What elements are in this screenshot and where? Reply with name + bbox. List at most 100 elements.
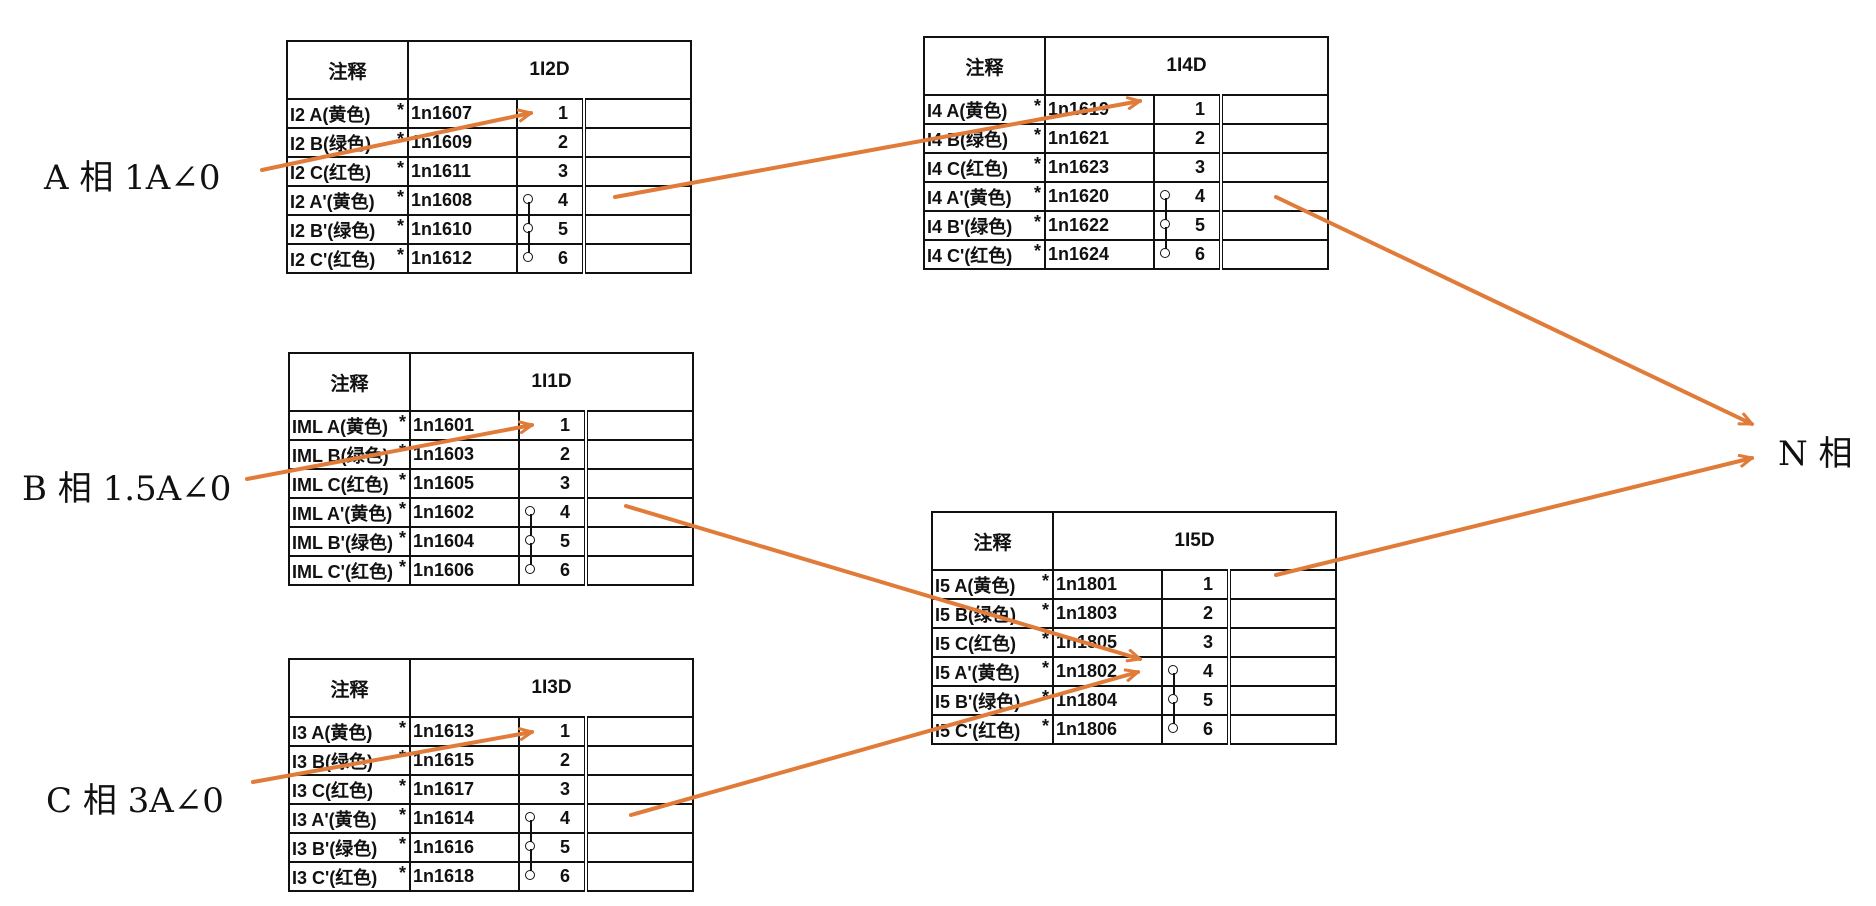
note-text: I4 A'(黄色) bbox=[927, 187, 1012, 208]
terminal-number: 1 bbox=[559, 415, 570, 435]
wire-number-cell: 1n1608 bbox=[408, 186, 518, 216]
note-cell: I3 B(绿色)* bbox=[290, 746, 411, 776]
star-mark-icon: * bbox=[398, 499, 406, 519]
star-mark-icon: * bbox=[396, 158, 404, 178]
star-mark-icon: * bbox=[396, 216, 404, 236]
wire-number-cell: 1n1617 bbox=[410, 775, 520, 805]
note-cell: IML A(黄色)* bbox=[290, 411, 411, 441]
wire-number-cell: 1n1602 bbox=[410, 498, 520, 528]
note-cell: I4 B(绿色)* bbox=[925, 124, 1046, 154]
terminal-title: 1I5D bbox=[1053, 513, 1337, 571]
terminal-number: 4 bbox=[559, 502, 570, 522]
note-cell: I3 C(红色)* bbox=[290, 775, 411, 805]
wire-number-cell: 1n1804 bbox=[1053, 686, 1163, 716]
blank-cell bbox=[586, 469, 694, 499]
terminal-number: 3 bbox=[1202, 632, 1213, 652]
note-cell: I3 B'(绿色)* bbox=[290, 833, 411, 863]
blank-cell bbox=[586, 498, 694, 528]
wire-number-cell: 1n1620 bbox=[1045, 182, 1155, 212]
blank-cell bbox=[586, 411, 694, 441]
note-cell: I3 A'(黄色)* bbox=[290, 804, 411, 834]
note-text: I3 C(红色) bbox=[292, 780, 373, 801]
note-cell: I4 C(红色)* bbox=[925, 153, 1046, 183]
wire-number-cell: 1n1801 bbox=[1053, 570, 1163, 600]
link-circle-icon bbox=[523, 252, 533, 262]
terminal-number-cell: 1 bbox=[517, 99, 586, 129]
wire-number-cell: 1n1612 bbox=[408, 244, 518, 274]
wire-number-cell: 1n1623 bbox=[1045, 153, 1155, 183]
note-text: IML C'(红色) bbox=[292, 561, 393, 582]
terminal-number-cell: 2 bbox=[1154, 124, 1223, 154]
terminal-number-cell: 6 bbox=[1154, 240, 1223, 270]
star-mark-icon: * bbox=[1041, 658, 1049, 678]
note-cell: IML C'(红色)* bbox=[290, 556, 411, 586]
note-header: 注释 bbox=[290, 660, 411, 718]
note-text: I3 B(绿色) bbox=[292, 751, 373, 772]
wire-number-cell: 1n1619 bbox=[1045, 95, 1155, 125]
wire-number-cell: 1n1624 bbox=[1045, 240, 1155, 270]
terminal-number-cell: 6 bbox=[517, 244, 586, 274]
terminal-number-cell: 5 bbox=[517, 215, 586, 255]
star-mark-icon: * bbox=[396, 245, 404, 265]
blank-cell bbox=[1229, 599, 1337, 629]
terminal-number-cell: 1 bbox=[519, 411, 588, 441]
arrow-1i4d-4-to-n bbox=[1274, 195, 1752, 426]
blank-cell bbox=[586, 556, 694, 586]
note-text: I5 B'(绿色) bbox=[935, 691, 1021, 712]
blank-cell bbox=[1221, 124, 1329, 154]
star-mark-icon: * bbox=[396, 129, 404, 149]
note-text: I4 C'(红色) bbox=[927, 245, 1013, 266]
note-text: I2 B'(绿色) bbox=[290, 220, 376, 241]
note-cell: I3 A(黄色)* bbox=[290, 717, 411, 747]
note-text: I2 B(绿色) bbox=[290, 133, 371, 154]
wire-number-cell: 1n1806 bbox=[1053, 715, 1163, 745]
note-header: 注释 bbox=[925, 38, 1046, 96]
terminal-number: 2 bbox=[557, 132, 568, 152]
note-text: I3 C'(红色) bbox=[292, 867, 378, 888]
blank-cell bbox=[1229, 570, 1337, 600]
star-mark-icon: * bbox=[398, 718, 406, 738]
blank-cell bbox=[586, 440, 694, 470]
terminal-number: 4 bbox=[557, 190, 568, 210]
note-cell: I3 C'(红色)* bbox=[290, 862, 411, 892]
terminal-number-cell: 2 bbox=[519, 746, 588, 776]
blank-cell bbox=[1229, 686, 1337, 716]
note-cell: I2 A(黄色)* bbox=[288, 99, 409, 129]
terminal-number: 6 bbox=[1202, 719, 1213, 739]
note-cell: I2 C(红色) * bbox=[288, 157, 409, 187]
link-circle-icon bbox=[525, 564, 535, 574]
wire-number-cell: 1n1622 bbox=[1045, 211, 1155, 241]
blank-cell bbox=[584, 186, 692, 216]
terminal-number: 2 bbox=[1202, 603, 1213, 623]
blank-cell bbox=[584, 244, 692, 274]
link-bar-icon bbox=[530, 514, 532, 538]
terminal-title: 1I1D bbox=[410, 354, 694, 412]
note-cell: IML B(绿色)* bbox=[290, 440, 411, 470]
table-row: I4 C(红色)*1n1623 3 bbox=[925, 153, 1329, 183]
note-cell: I5 C(红色)* bbox=[933, 628, 1054, 658]
terminal-number: 3 bbox=[1194, 157, 1205, 177]
note-header: 注释 bbox=[290, 354, 411, 412]
blank-cell bbox=[586, 746, 694, 776]
note-cell: IML C(红色)* bbox=[290, 469, 411, 499]
wire-number-cell: 1n1614 bbox=[410, 804, 520, 834]
note-text: I4 C(红色) bbox=[927, 158, 1008, 179]
blank-cell bbox=[586, 527, 694, 557]
blank-cell bbox=[1221, 240, 1329, 270]
note-text: I2 C(红色) bbox=[290, 162, 371, 183]
terminal-number-cell: 3 bbox=[519, 775, 588, 805]
